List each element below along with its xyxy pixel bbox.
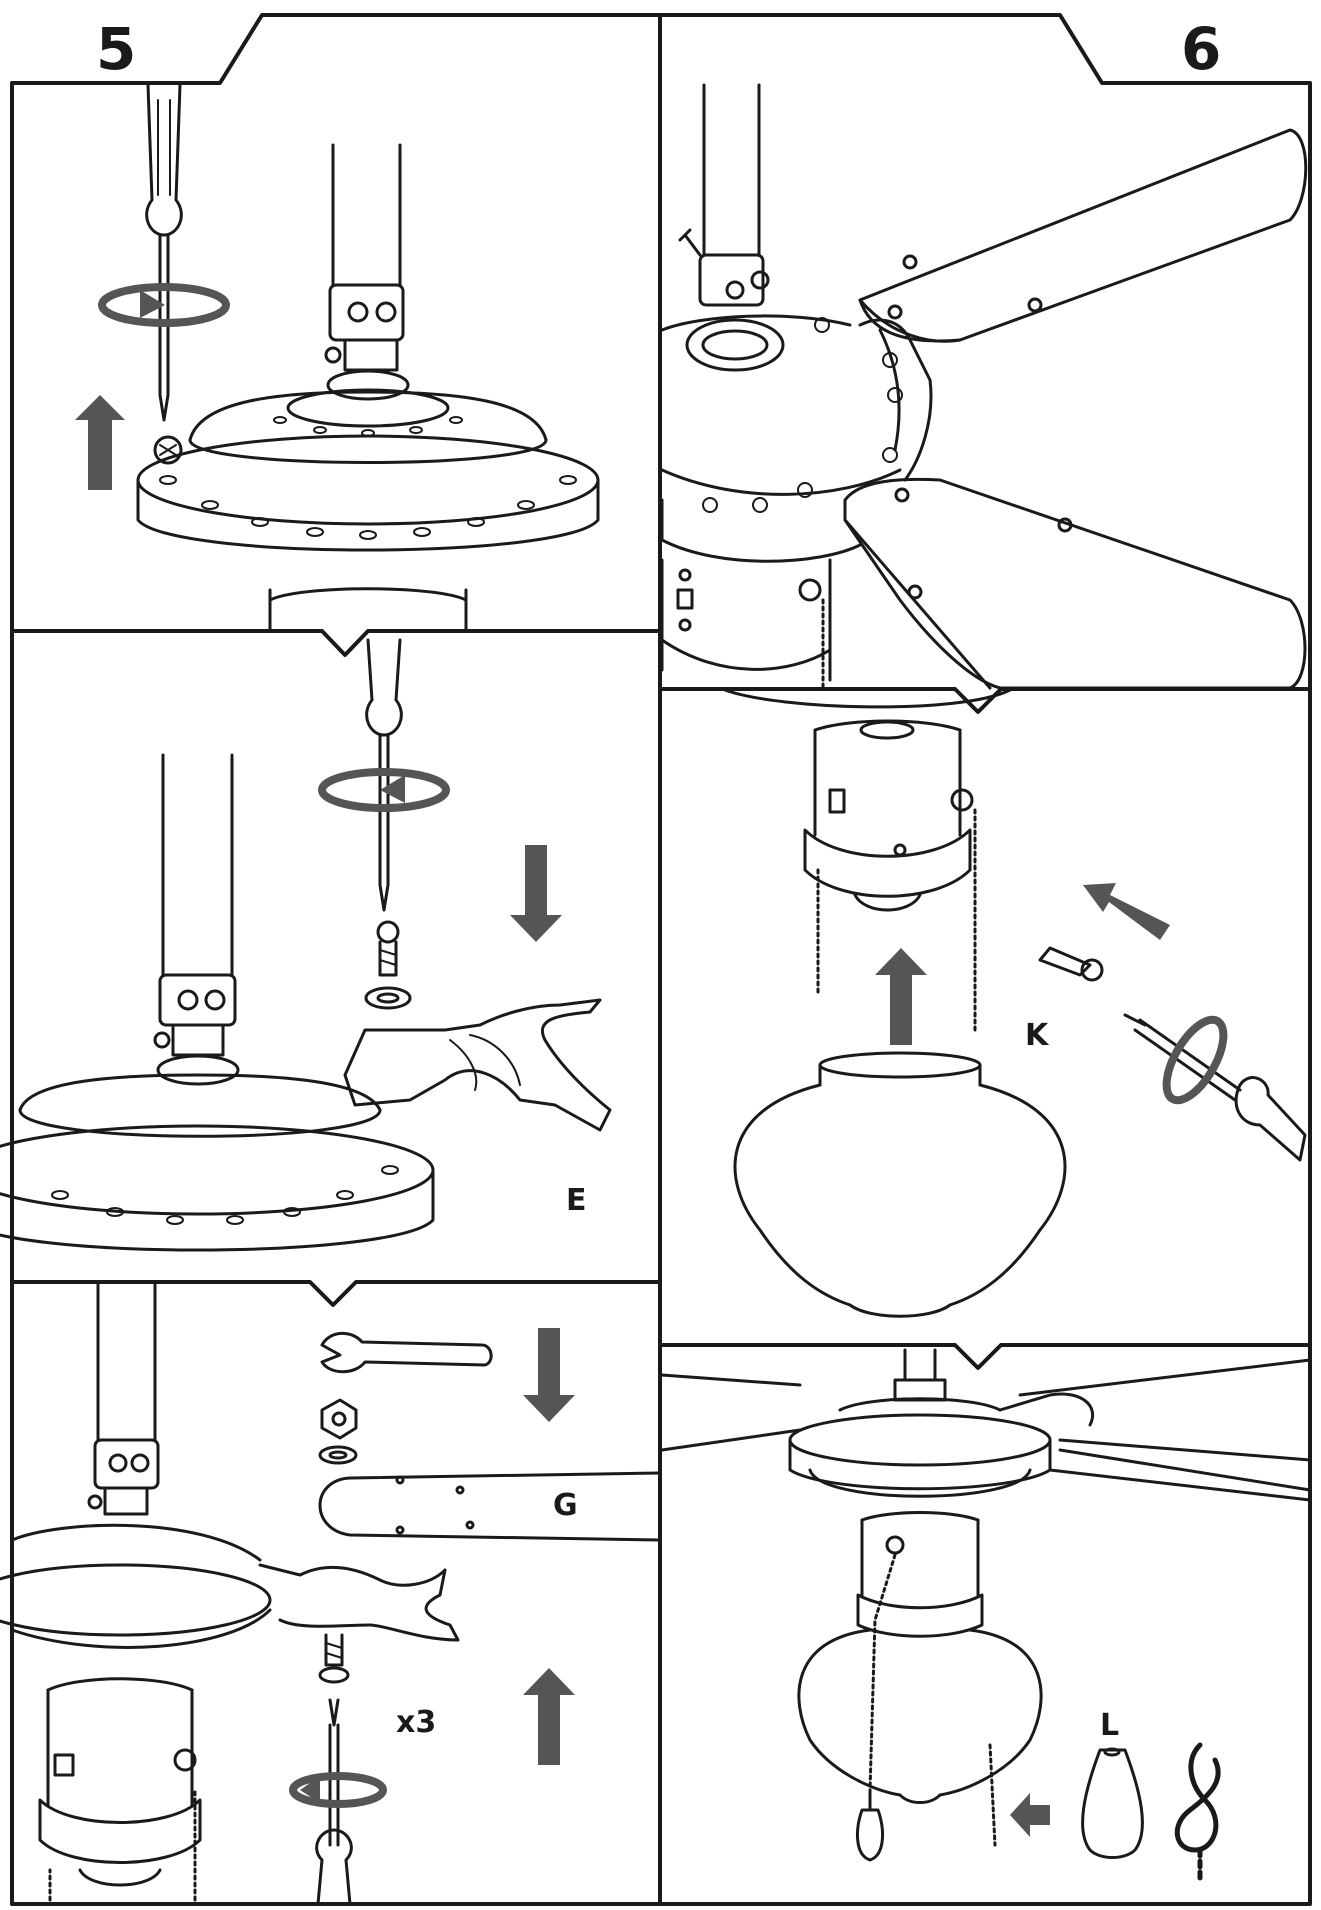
motor-housing xyxy=(0,1523,272,1649)
chain-fob xyxy=(856,1788,884,1862)
glass-shade xyxy=(733,1051,1067,1318)
fan-blades xyxy=(660,1358,1312,1502)
screwdriver-icon xyxy=(145,83,183,422)
step-number-5: 5 xyxy=(96,15,137,83)
panel-divider-6a-6b xyxy=(658,687,1312,714)
wrench-icon xyxy=(320,1331,493,1374)
switch-housing xyxy=(38,1677,202,1902)
step-6-frame xyxy=(658,13,1312,1906)
part-label-K: K xyxy=(1025,1018,1050,1053)
panel-6a xyxy=(660,83,1308,692)
mount-holes xyxy=(159,416,577,540)
panel-divider-5b-5c xyxy=(10,1280,662,1307)
blade-bracket xyxy=(258,1563,460,1642)
screw-icon xyxy=(376,920,400,977)
panel-5c: G x3 xyxy=(0,1283,662,1906)
switch-housing xyxy=(803,719,977,1032)
panel-6b: K xyxy=(723,688,1307,1318)
screw-icon xyxy=(318,1633,350,1684)
rim-bolts xyxy=(702,317,903,513)
switch-housing xyxy=(856,1511,984,1638)
motor-housing xyxy=(660,314,902,692)
fan-blade xyxy=(318,1471,662,1542)
rotate-arrow-head xyxy=(140,290,165,318)
panel-divider-6b-6c xyxy=(658,1343,1312,1370)
blade-iron xyxy=(858,318,933,482)
left-arrow-icon xyxy=(1010,1793,1050,1837)
up-arrow-icon xyxy=(875,948,927,1045)
panel-5b: E xyxy=(0,638,612,1252)
screw-icon xyxy=(153,435,183,465)
rotate-arrow-icon xyxy=(98,283,230,327)
rotate-arrow-icon xyxy=(318,768,450,812)
rotate-arrow-icon xyxy=(1162,1015,1228,1105)
washer-icon xyxy=(364,986,412,1010)
down-arrow-icon xyxy=(523,1328,575,1422)
rotate-arrow-head xyxy=(380,775,405,803)
screwdriver-icon xyxy=(1123,1013,1307,1162)
knot-icon xyxy=(1174,1742,1221,1883)
downrod xyxy=(87,1283,160,1516)
rotate-arrow-icon xyxy=(289,1772,387,1808)
fan-blade-upper xyxy=(858,128,1308,343)
glass-shade xyxy=(797,1628,1043,1804)
downrod xyxy=(324,143,410,401)
light-kit-body xyxy=(788,1348,1094,1498)
up-arrow-icon xyxy=(523,1668,575,1765)
part-label-L: L xyxy=(1100,1708,1119,1743)
nut-icon xyxy=(320,1398,358,1440)
screwdriver-icon xyxy=(315,1698,353,1906)
motor-housing xyxy=(136,388,600,632)
panel-divider-5a-5b xyxy=(10,629,662,657)
down-arrow-icon xyxy=(510,845,562,942)
downrod xyxy=(678,83,785,372)
quantity-label-x3: x3 xyxy=(396,1705,436,1740)
part-label-G: G xyxy=(553,1488,578,1523)
part-label-E: E xyxy=(566,1183,587,1218)
step-number-6: 6 xyxy=(1181,15,1222,83)
downrod xyxy=(153,753,240,1086)
blade-bracket xyxy=(343,998,612,1132)
motor-housing xyxy=(0,1073,435,1252)
panel-5a xyxy=(75,83,600,632)
motor-bottom-edge xyxy=(723,688,1012,709)
fob-part-icon xyxy=(1081,1747,1144,1859)
panel-6c: L xyxy=(660,1348,1312,1883)
screw-icon xyxy=(1038,946,1104,982)
rotate-arrow-head xyxy=(300,1776,320,1803)
pull-chain xyxy=(868,1553,997,1847)
fan-blade-lower xyxy=(843,477,1307,690)
arrow-up-left-icon xyxy=(1083,883,1170,940)
washer-icon xyxy=(318,1445,358,1465)
up-arrow-icon xyxy=(75,395,125,490)
mount-holes xyxy=(51,1165,399,1225)
